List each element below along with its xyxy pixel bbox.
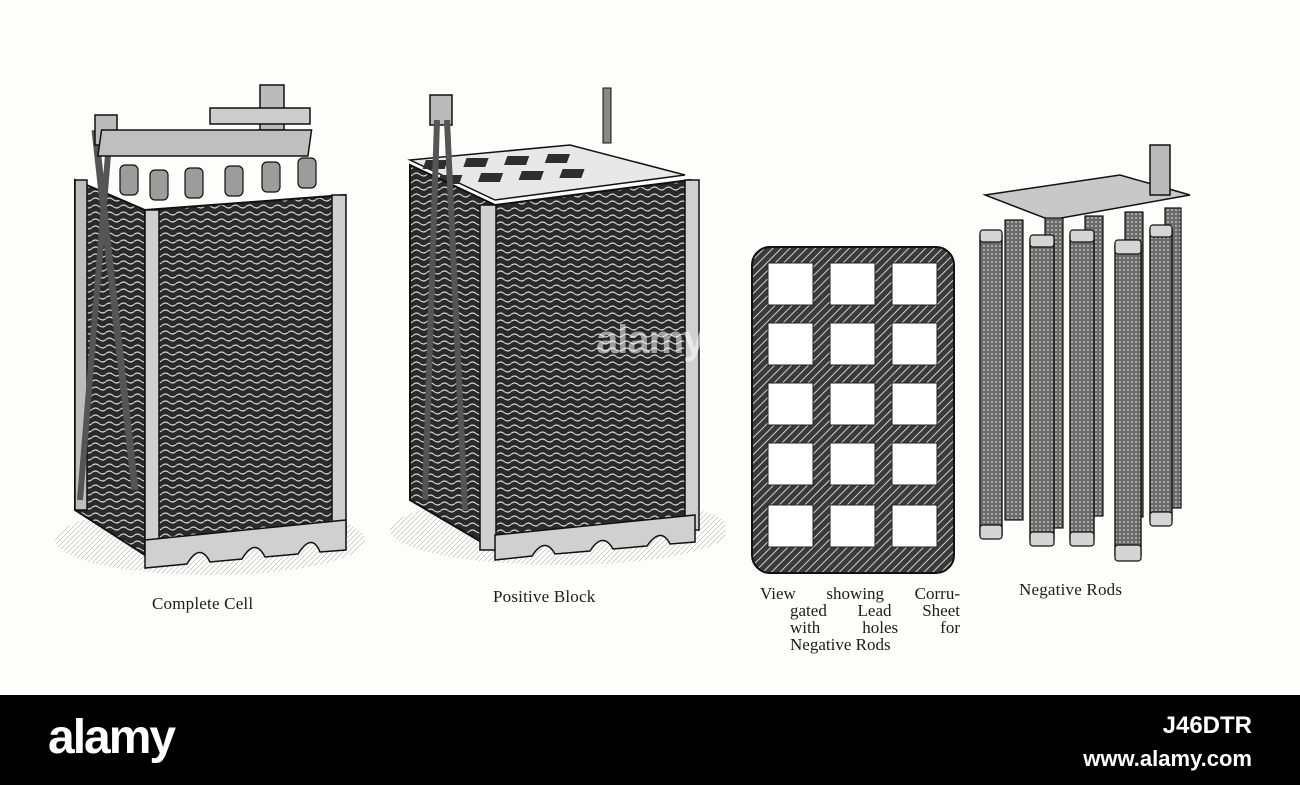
positive-block-figure xyxy=(390,87,725,565)
caption-line: View showing Corru- xyxy=(760,584,960,603)
positive-block-caption: Positive Block xyxy=(493,587,596,606)
caption-line: Negative Rods xyxy=(790,635,891,654)
caption-line: gated Lead Sheet xyxy=(790,601,960,620)
site-url: www.alamy.com xyxy=(1083,746,1252,771)
alamy-footer-bar xyxy=(0,695,1300,785)
lead-sheet-figure xyxy=(751,246,955,574)
negative-rods-caption: Negative Rods xyxy=(1019,580,1123,599)
alamy-logo: alamy xyxy=(48,711,176,764)
alamy-watermark: alamy xyxy=(596,318,705,362)
lead-sheet-caption: View showing Corru- gated Lead Sheet wit… xyxy=(760,585,960,653)
image-id: J46DTR xyxy=(1162,712,1252,739)
complete-cell-caption: Complete Cell xyxy=(152,594,254,613)
negative-rods-figure xyxy=(979,144,1191,562)
complete-cell-figure xyxy=(55,84,365,575)
caption-line: with holes for xyxy=(790,618,960,637)
